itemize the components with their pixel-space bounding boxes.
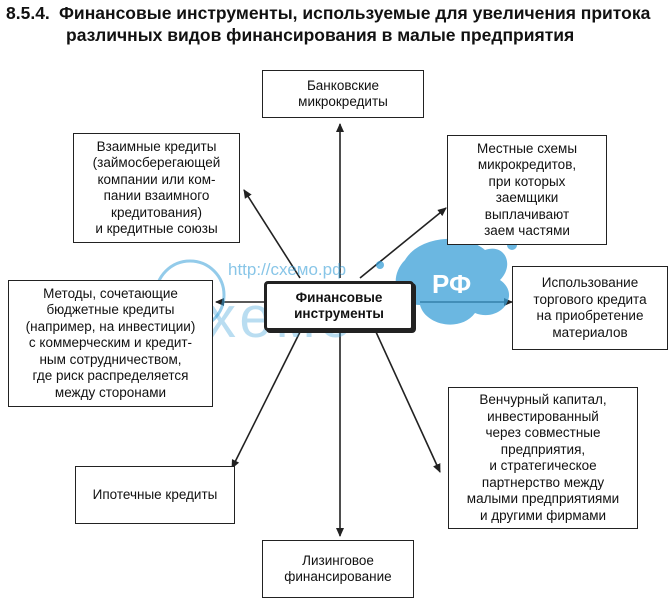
center-node: Финансовые инструменты xyxy=(264,281,414,331)
node-bank-microcredits: Банковские микрокредиты xyxy=(262,70,424,118)
arrow-to-mutual xyxy=(243,189,301,279)
node-budget-methods: Методы, сочетающие бюджетные кредиты (на… xyxy=(8,280,213,407)
arrow-to-local xyxy=(359,207,447,279)
node-mutual-credits: Взаимные кредиты (займосберегающей компа… xyxy=(73,133,240,243)
arrow-to-mortgage xyxy=(231,331,301,469)
arrow-to-venture xyxy=(375,331,441,473)
title-line-2: различных видов финансирования в малые п… xyxy=(66,25,575,45)
title-number: 8.5.4. xyxy=(6,3,50,23)
node-venture-capital: Венчурный капитал, инвестированный через… xyxy=(448,387,638,529)
node-local-microcredit-schemes: Местные схемы микрокредитов, при которых… xyxy=(447,135,607,245)
node-mortgage-credits: Ипотечные кредиты xyxy=(75,466,235,524)
node-trade-credit: Использование торгового кредита на приоб… xyxy=(512,266,668,350)
title-line-1: Финансовые инструменты, используемые для… xyxy=(59,3,651,23)
node-leasing: Лизинговое финансирование xyxy=(262,540,414,598)
diagram-title: 8.5.4. Финансовые инструменты, используем… xyxy=(6,2,666,46)
